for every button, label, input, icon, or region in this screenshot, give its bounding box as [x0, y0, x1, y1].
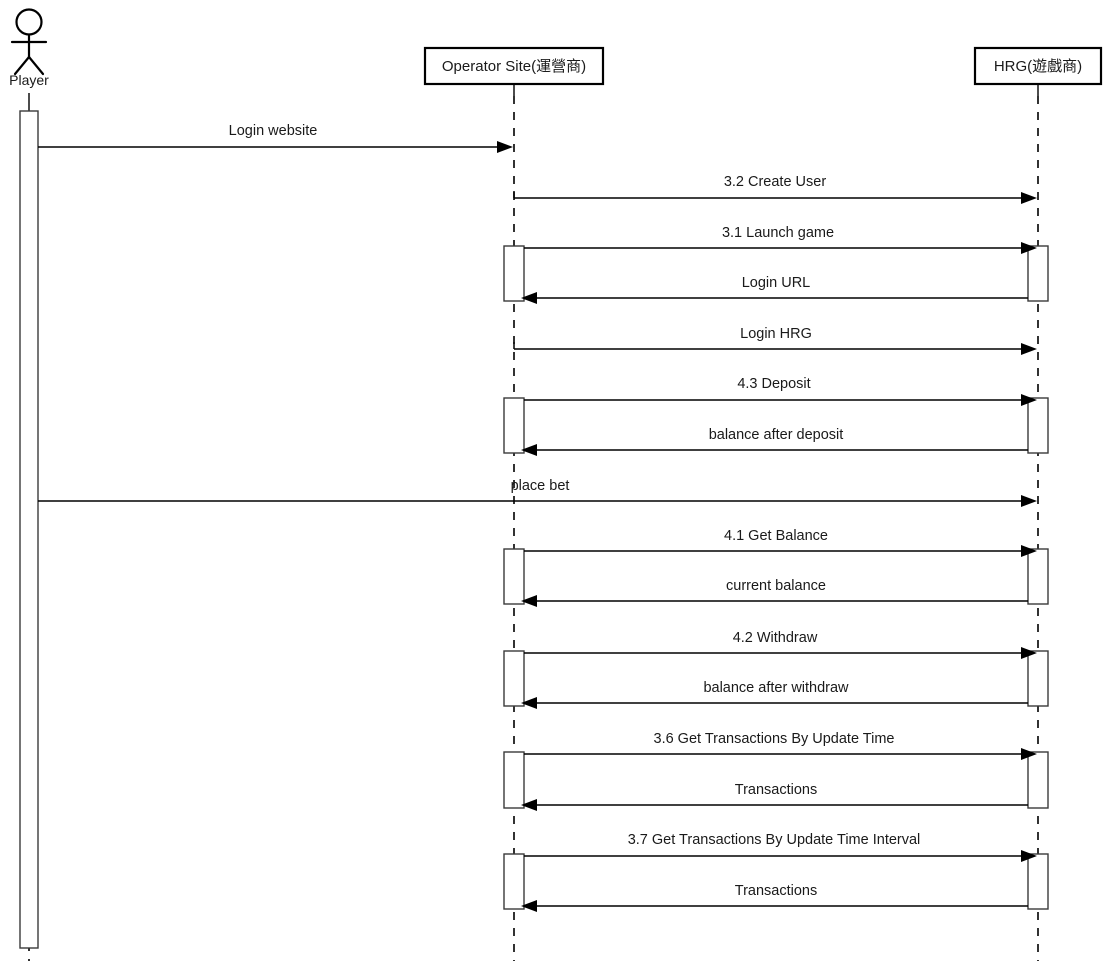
message-transactions-2[interactable]: Transactions — [521, 883, 1028, 912]
message-place-bet[interactable]: place bet — [38, 478, 1037, 507]
activation-bar-hrg-withdraw — [1027, 650, 1049, 707]
participant-label-hrg: HRG(遊戲商) — [994, 58, 1082, 75]
message-label: balance after deposit — [709, 427, 844, 443]
message-create-user[interactable]: 3.2 Create User — [513, 174, 1037, 204]
solid-arrowhead-icon — [521, 799, 537, 811]
message-label: Transactions — [735, 782, 817, 798]
solid-arrowhead-icon — [1021, 242, 1037, 254]
message-launch-game[interactable]: 3.1 Launch game — [524, 225, 1037, 254]
activation-bar-operator-deposit — [503, 397, 525, 454]
solid-arrowhead-icon — [1021, 748, 1037, 760]
solid-arrowhead-icon — [1021, 647, 1037, 659]
activation-bar-hrg-get-transactions-interval — [1027, 853, 1049, 910]
message-label: Transactions — [735, 883, 817, 899]
activation-bar-operator-get-balance — [503, 548, 525, 605]
stick-figure-icon — [10, 8, 48, 76]
message-balance-after-withdraw[interactable]: balance after withdraw — [521, 680, 1028, 709]
solid-arrowhead-icon — [521, 444, 537, 456]
message-current-balance[interactable]: current balance — [521, 578, 1028, 607]
solid-arrowhead-icon — [1021, 192, 1037, 204]
solid-arrowhead-icon — [497, 141, 513, 153]
message-label: 3.2 Create User — [724, 174, 827, 190]
solid-arrowhead-icon — [1021, 545, 1037, 557]
solid-arrowhead-icon — [521, 697, 537, 709]
participant-label-operator-site: Operator Site(運營商) — [442, 58, 586, 75]
message-deposit[interactable]: 4.3 Deposit — [524, 376, 1037, 406]
message-label: 3.7 Get Transactions By Update Time Inte… — [628, 832, 921, 848]
solid-arrowhead-icon — [521, 595, 537, 607]
solid-arrowhead-icon — [521, 900, 537, 912]
activation-bar-operator-get-transactions — [503, 751, 525, 809]
message-label: 4.3 Deposit — [737, 376, 810, 392]
activation-bar-operator-get-transactions-interval — [503, 853, 525, 910]
participant-hrg[interactable]: HRG(遊戲商) — [973, 46, 1103, 96]
activation-bar-operator-withdraw — [503, 650, 525, 707]
message-login-url[interactable]: Login URL — [521, 275, 1028, 304]
message-label: Login website — [229, 123, 318, 139]
participant-player[interactable]: Player — [9, 8, 49, 112]
message-transactions-1[interactable]: Transactions — [521, 782, 1028, 811]
message-balance-after-deposit[interactable]: balance after deposit — [521, 427, 1028, 456]
solid-arrowhead-icon — [1021, 394, 1037, 406]
solid-arrowhead-icon — [521, 292, 537, 304]
solid-arrowhead-icon — [1021, 850, 1037, 862]
solid-arrowhead-icon — [1021, 495, 1037, 507]
message-label: 3.6 Get Transactions By Update Time — [654, 731, 895, 747]
solid-arrowhead-icon — [1021, 343, 1037, 355]
activation-bar-hrg-launch-game — [1027, 245, 1049, 302]
message-label: 4.1 Get Balance — [724, 528, 828, 544]
message-label: current balance — [726, 578, 826, 594]
message-withdraw[interactable]: 4.2 Withdraw — [524, 630, 1037, 659]
message-get-transactions-by-update-time-interval[interactable]: 3.7 Get Transactions By Update Time Inte… — [524, 832, 1037, 862]
message-get-transactions-by-update-time[interactable]: 3.6 Get Transactions By Update Time — [524, 731, 1037, 760]
message-login-website[interactable]: Login website — [38, 123, 513, 153]
message-label: place bet — [511, 478, 570, 494]
message-label: 3.1 Launch game — [722, 225, 834, 241]
message-label: 4.2 Withdraw — [733, 630, 818, 646]
activation-bar-hrg-deposit — [1027, 397, 1049, 454]
participant-operator-site[interactable]: Operator Site(運營商) — [423, 46, 605, 96]
message-login-hrg[interactable]: Login HRG — [513, 326, 1037, 355]
activation-bar-player — [19, 110, 39, 949]
message-label: Login HRG — [740, 326, 812, 342]
activation-bar-operator-launch-game — [503, 245, 525, 302]
activation-bar-hrg-get-balance — [1027, 548, 1049, 605]
message-label: balance after withdraw — [703, 680, 849, 696]
participant-label-player: Player — [9, 72, 49, 88]
activation-bar-hrg-get-transactions — [1027, 751, 1049, 809]
message-label: Login URL — [742, 275, 811, 291]
message-get-balance[interactable]: 4.1 Get Balance — [524, 528, 1037, 557]
